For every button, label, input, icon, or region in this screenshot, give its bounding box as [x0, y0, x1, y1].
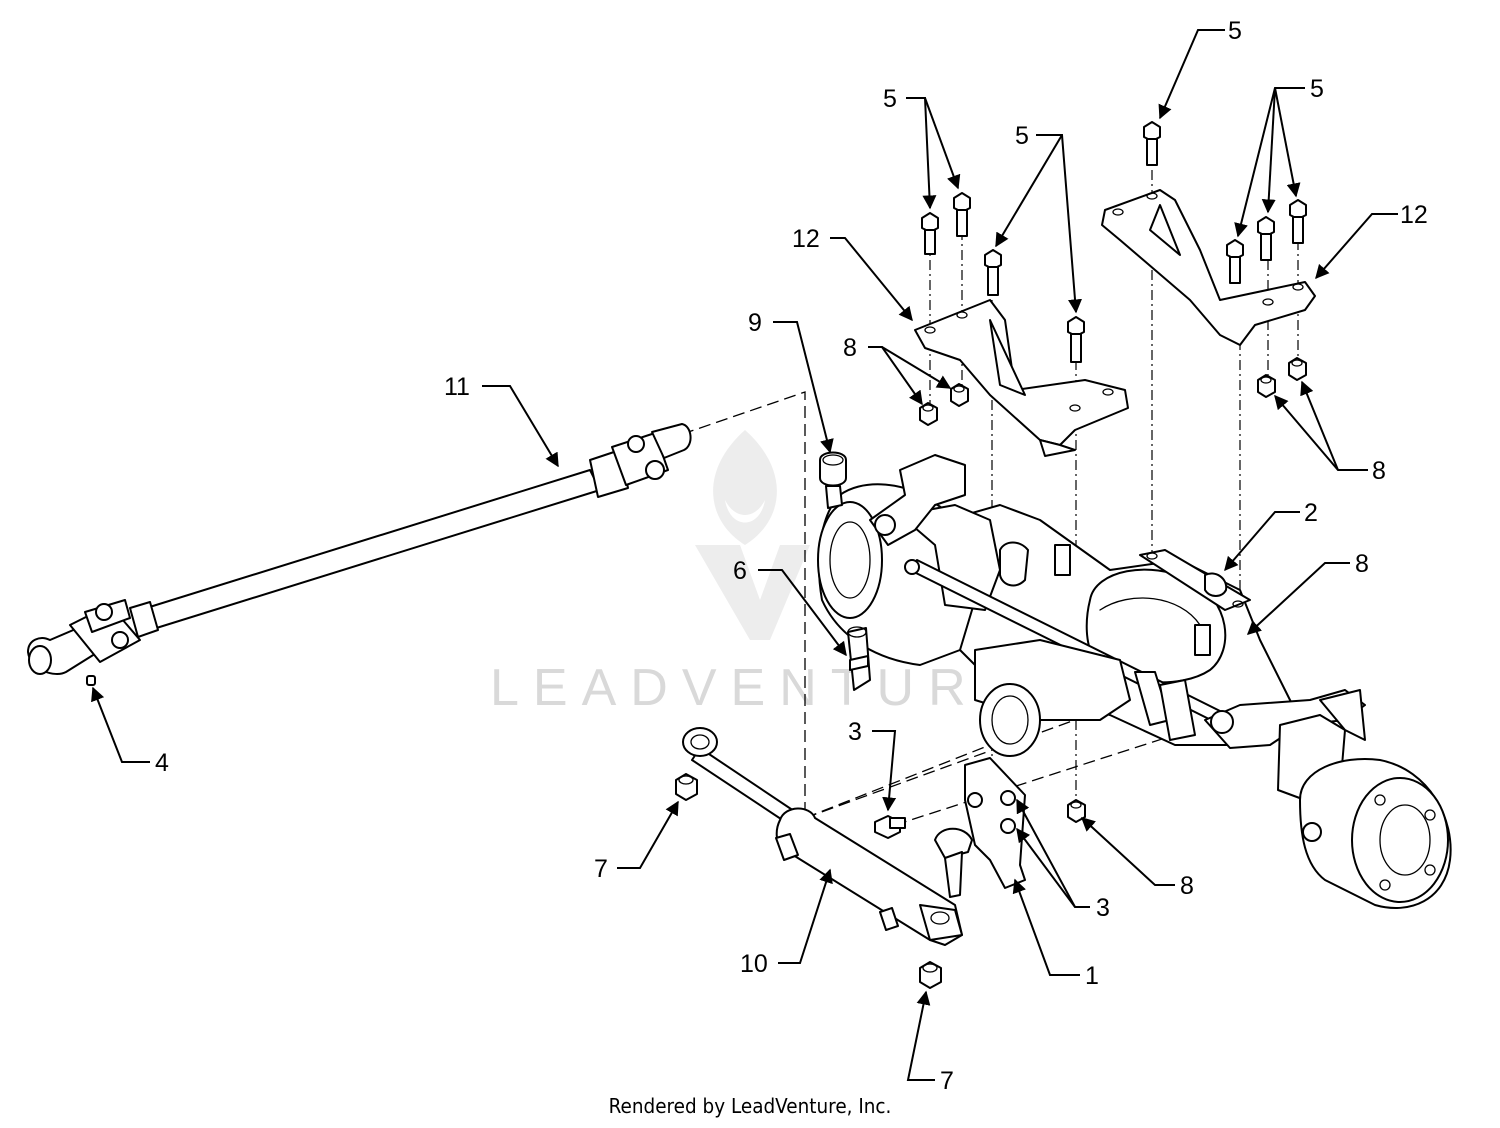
nut[interactable] — [1067, 799, 1086, 823]
callout-10: 10 — [740, 950, 768, 978]
callout-9: 9 — [748, 309, 762, 337]
front-axle-assembly[interactable] — [817, 454, 1452, 909]
mounting-plate-part-1[interactable] — [934, 757, 1026, 898]
axle-bracket-right-part-12[interactable] — [1101, 189, 1316, 346]
nut[interactable] — [1257, 374, 1276, 398]
callout-6: 6 — [733, 557, 747, 585]
callout-5-right: 5 — [1310, 75, 1324, 103]
axle-bracket-left-part-12[interactable] — [914, 299, 1129, 457]
callout-8-lower: 8 — [1180, 872, 1194, 900]
watermark-text: LEADVENTURE — [490, 659, 1028, 717]
render-credit: Rendered by LeadVenture, Inc. — [608, 1094, 892, 1118]
callout-1: 1 — [1085, 962, 1099, 990]
nut[interactable] — [1288, 357, 1307, 381]
callout-12-right: 12 — [1400, 201, 1428, 229]
callout-3-upper: 3 — [848, 718, 862, 746]
drag-link-part-10[interactable] — [682, 727, 963, 946]
callout-8-mid: 8 — [1355, 550, 1369, 578]
callout-8-right: 8 — [1372, 457, 1386, 485]
callout-8-left: 8 — [843, 334, 857, 362]
bolt[interactable] — [984, 249, 1002, 296]
bolt[interactable] — [1143, 121, 1161, 166]
callout-12-left: 12 — [792, 225, 820, 253]
bolt[interactable] — [1257, 216, 1275, 261]
callout-11: 11 — [444, 373, 470, 401]
callout-5-top: 5 — [1228, 17, 1242, 45]
callout-7-lower: 7 — [940, 1067, 954, 1095]
bolt[interactable] — [1067, 316, 1085, 363]
callout-labels: 5 5 5 5 12 12 9 8 11 8 2 8 6 3 4 7 8 3 1… — [155, 17, 1428, 1095]
steering-shaft-part-11[interactable] — [27, 423, 692, 675]
callout-5-left: 5 — [883, 85, 897, 113]
ball-joint-part-9[interactable] — [819, 451, 847, 509]
nut[interactable] — [950, 383, 969, 407]
nuts-part-7[interactable] — [675, 773, 942, 989]
bolt[interactable] — [953, 192, 971, 237]
callout-3-lower: 3 — [1096, 894, 1110, 922]
watermark-logo — [695, 430, 810, 640]
bolt[interactable] — [921, 212, 939, 255]
callout-2: 2 — [1304, 499, 1318, 527]
nut[interactable] — [675, 773, 698, 801]
bolts-part-5[interactable] — [921, 121, 1307, 363]
callout-5-mid: 5 — [1015, 122, 1029, 150]
leader-lines — [91, 29, 1398, 1081]
nut[interactable] — [919, 961, 942, 989]
plate-bolt-part-3[interactable] — [874, 815, 906, 839]
set-screw-part-4[interactable] — [86, 675, 96, 686]
bolt[interactable] — [1226, 239, 1244, 284]
steering-stud-part-6[interactable] — [847, 626, 871, 691]
callout-4: 4 — [155, 749, 169, 777]
nut[interactable] — [919, 402, 938, 426]
callout-7-left: 7 — [594, 855, 608, 883]
bolt[interactable] — [1289, 199, 1307, 244]
